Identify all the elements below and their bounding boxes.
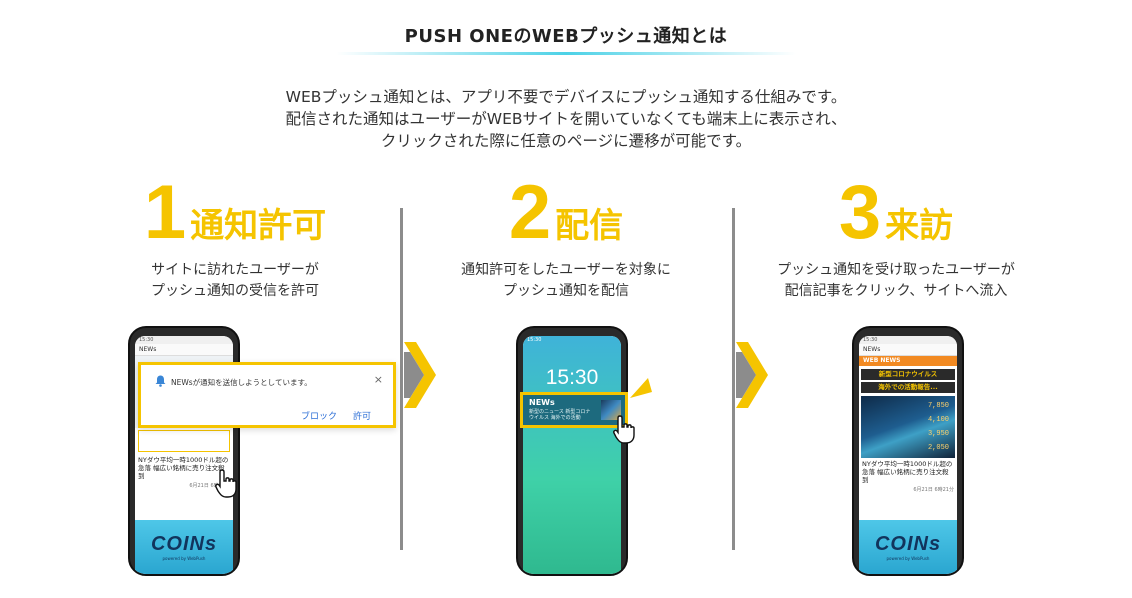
phone-screen: 15:30 NEWs WEB NEWS 新型コロナウイルス 海外での活動報告..… [859, 336, 957, 574]
banner-subtext: powered by WebPush [886, 556, 930, 561]
step-label: 来訪 [885, 206, 954, 246]
news-date: 6月21日 6時21分 [913, 487, 954, 493]
block-button[interactable]: ブロック [301, 412, 338, 422]
hand-cursor-icon [613, 415, 635, 444]
app-bar: NEWs [859, 344, 957, 356]
status-bar: 15:30 [135, 336, 233, 344]
coins-banner[interactable]: COINs powered by WebPush [859, 520, 957, 574]
popup-message: NEWsが通知を送信しようとしています。 [171, 378, 312, 387]
notification-thumbnail [601, 400, 621, 420]
step-desc-line: 通知許可をしたユーザーを対象に [461, 262, 671, 278]
step-2: 2 配信 通知許可をしたユーザーを対象に プッシュ通知を配信 [416, 168, 716, 302]
intro-line-1: WEBプッシュ通知とは、アプリ不要でデバイスにプッシュ通知する仕組みです。 [285, 88, 847, 106]
article-image: 7,850 4,100 3,950 2,050 [861, 396, 955, 458]
step-3: 3 来訪 プッシュ通知を受け取ったユーザーが 配信記事をクリック、サイトへ流入 [746, 168, 1046, 302]
step-3-heading: 3 来訪 [746, 168, 1046, 255]
mini-prompt [138, 430, 230, 452]
step-desc-line: プッシュ通知を配信 [503, 283, 629, 299]
step-desc-line: プッシュ通知の受信を許可 [151, 283, 319, 299]
app-bar: NEWs [135, 344, 233, 356]
close-icon[interactable]: × [373, 373, 383, 386]
web-news-bar: WEB NEWS [859, 356, 957, 366]
headline-1[interactable]: 新型コロナウイルス [861, 369, 955, 380]
step-2-heading: 2 配信 [416, 168, 716, 255]
ticker-value: 3,950 [927, 430, 949, 438]
news-headline[interactable]: NYダウ平均一時1000ドル超の急落 幅広い銘柄に売り注文殺到 [138, 456, 229, 480]
burst-icon [630, 378, 652, 398]
intro-line-3: クリックされた際に任意のページに遷移が可能です。 [380, 132, 752, 150]
bell-icon [155, 375, 166, 387]
step-1-heading: 1 通知許可 [85, 168, 385, 255]
step-description: プッシュ通知を受け取ったユーザーが 配信記事をクリック、サイトへ流入 [746, 260, 1046, 302]
banner-text: COINs [150, 533, 218, 555]
step-1: 1 通知許可 サイトに訪れたユーザーが プッシュ通知の受信を許可 [85, 168, 385, 302]
ticker-value: 4,100 [927, 416, 949, 424]
notification-body: 新型のニュース 新型コロナウイルス 海外での活動 [529, 409, 591, 421]
step-description: 通知許可をしたユーザーを対象に プッシュ通知を配信 [416, 260, 716, 302]
push-notification-card[interactable]: NEWs 新型のニュース 新型コロナウイルス 海外での活動 [520, 392, 628, 428]
status-bar: 15:30 [859, 336, 957, 344]
phone-screen: 15:30 15:30 [523, 336, 621, 574]
page-title: PUSH ONEのWEBプッシュ通知とは [404, 26, 728, 47]
ticker-value: 7,850 [927, 402, 949, 410]
phone-mockup-3: 15:30 NEWs WEB NEWS 新型コロナウイルス 海外での活動報告..… [852, 326, 964, 576]
step-number: 1 [143, 170, 187, 255]
status-bar: 15:30 [527, 337, 542, 343]
phone-mockup-2: 15:30 15:30 [516, 326, 628, 576]
divider-2 [732, 208, 735, 550]
intro-text: WEBプッシュ通知とは、アプリ不要でデバイスにプッシュ通知する仕組みです。 配信… [0, 86, 1132, 152]
coins-banner[interactable]: COINs powered by WebPush [135, 520, 233, 574]
notification-permission-popup: NEWsが通知を送信しようとしています。 × ブロック 許可 [138, 362, 396, 428]
lock-screen: 15:30 15:30 [523, 336, 621, 574]
divider-1 [400, 208, 403, 550]
intro-line-2: 配信された通知はユーザーがWEBサイトを開いていなくても端末上に表示され、 [285, 110, 847, 128]
chevron-right-icon [404, 342, 436, 408]
step-description: サイトに訪れたユーザーが プッシュ通知の受信を許可 [85, 260, 385, 302]
banner-subtext: powered by WebPush [162, 556, 206, 561]
news-headline[interactable]: NYダウ平均一時1000ドル超の急落 幅広い銘柄に売り注文殺到 [862, 460, 953, 484]
hand-cursor-icon [215, 469, 237, 498]
step-number: 3 [838, 170, 882, 255]
notification-title: NEWs [529, 398, 555, 407]
step-label: 通知許可 [190, 206, 327, 246]
step-label: 配信 [555, 206, 624, 246]
step-desc-line: サイトに訪れたユーザーが [151, 262, 319, 278]
step-desc-line: プッシュ通知を受け取ったユーザーが [777, 262, 1015, 278]
lock-clock: 15:30 [545, 366, 599, 389]
headline-2[interactable]: 海外での活動報告... [861, 382, 955, 393]
title-underline [336, 52, 796, 55]
chevron-right-icon [736, 342, 768, 408]
ticker-value: 2,050 [927, 444, 949, 452]
step-desc-line: 配信記事をクリック、サイトへ流入 [784, 283, 1008, 299]
step-number: 2 [508, 170, 552, 255]
news-date: 6月21日 6時21分 [189, 483, 230, 489]
allow-button[interactable]: 許可 [353, 412, 372, 422]
banner-text: COINs [874, 533, 942, 555]
